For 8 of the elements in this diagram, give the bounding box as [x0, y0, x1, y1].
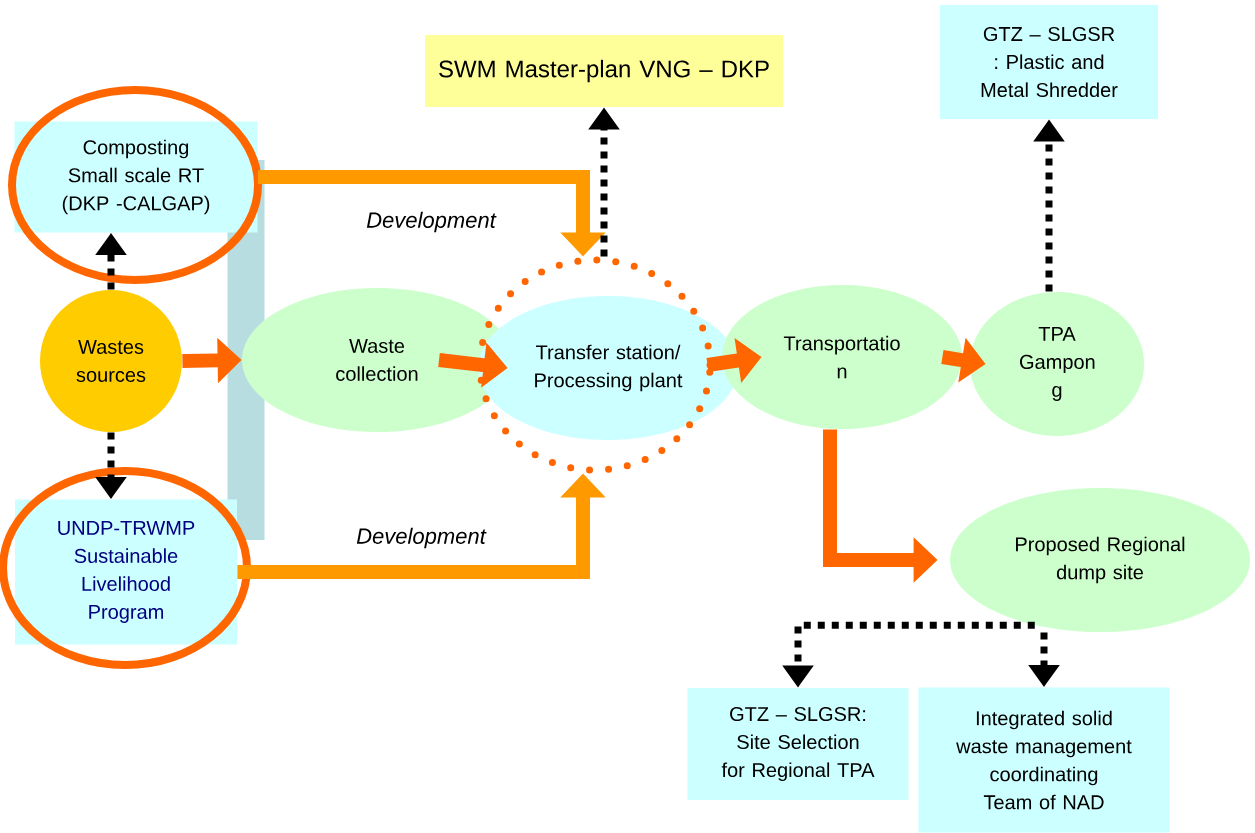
edge-label: Development — [364, 209, 498, 235]
project-box: GTZ – SLGSR: Site Selection for Regional TPA — [687, 688, 909, 800]
project-box: GTZ – SLGSR : Plastic and Metal Shredder — [940, 5, 1158, 119]
project-box: UNDP-TRWMP Sustainable Livelihood Program — [15, 499, 237, 645]
project-box: Composting Small scale RT (DKP -CALGAP) — [14, 121, 258, 233]
edge-label: Development — [354, 525, 488, 551]
project-box: Integrated solid waste management coordinating Team of NAD — [918, 687, 1170, 833]
plan-box: SWM Master-plan VNG – DKP — [425, 35, 783, 107]
